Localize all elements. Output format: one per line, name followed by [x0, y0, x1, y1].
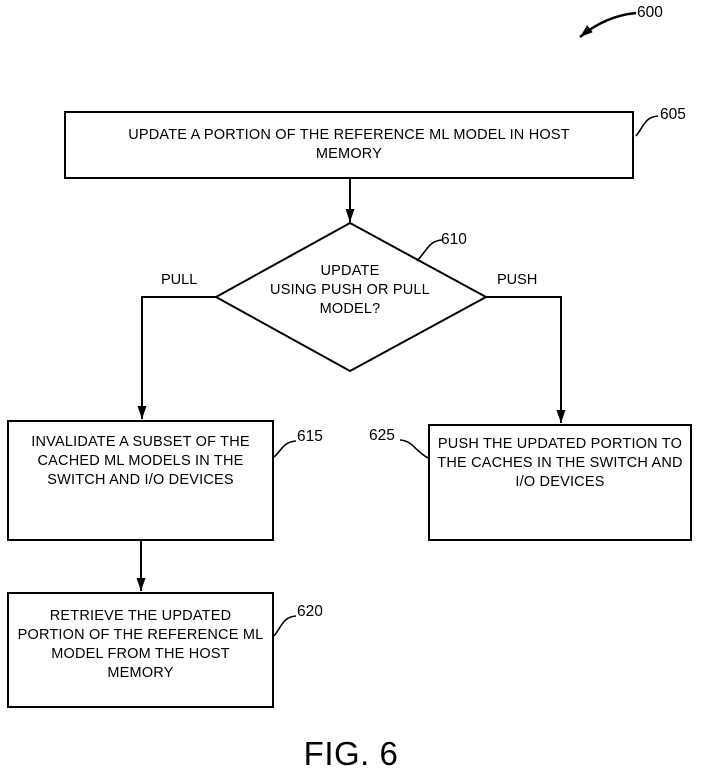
figure-reference-arrow: [579, 11, 637, 38]
figure-caption: FIG. 6: [303, 735, 399, 772]
leader-615: [273, 440, 297, 458]
process-box-update-reference-model: UPDATE A PORTION OF THE REFERENCE ML MOD…: [64, 111, 634, 179]
process-box-push-updated-portion: PUSH THE UPDATED PORTION TO THE CACHES I…: [428, 424, 692, 541]
decision-text-line: UPDATE: [320, 263, 380, 279]
leader-620: [273, 615, 297, 637]
branch-label-pull: PULL: [161, 272, 198, 288]
edge-decision-to-push: [486, 296, 566, 423]
ref-label-625: 625: [369, 427, 395, 444]
ref-label-605: 605: [660, 106, 686, 123]
decision-diamond-text: UPDATE USING PUSH OR PULL MODEL?: [240, 262, 460, 319]
process-box-text-line: CACHED ML MODELS IN THE: [37, 453, 244, 469]
process-box-text-line: UPDATE A PORTION OF THE REFERENCE ML MOD…: [128, 127, 570, 143]
decision-text-line: USING PUSH OR PULL: [270, 282, 430, 298]
process-box-text-line: PUSH THE UPDATED PORTION TO: [437, 436, 683, 452]
ref-label-610: 610: [441, 231, 467, 248]
edge-decision-to-invalidate: [137, 296, 216, 419]
process-box-text-line: RETRIEVE THE UPDATED: [49, 608, 232, 624]
process-box-text-line: MEMORY: [315, 146, 383, 162]
process-box-text-line: MODEL FROM THE HOST: [51, 646, 230, 662]
ref-label-620: 620: [297, 603, 323, 620]
figure-reference-number: 600: [637, 4, 663, 21]
process-box-text-line: MEMORY: [107, 665, 174, 681]
process-box-retrieve-updated-portion: RETRIEVE THE UPDATED PORTION OF THE REFE…: [7, 592, 274, 708]
process-box-text-line: SWITCH AND I/O DEVICES: [47, 472, 234, 488]
leader-625: [399, 439, 429, 459]
process-box-text-line: THE CACHES IN THE SWITCH AND: [437, 455, 683, 471]
decision-diamond-shape: [213, 221, 489, 373]
branch-label-push: PUSH: [497, 272, 538, 288]
process-box-text-line: INVALIDATE A SUBSET OF THE: [31, 434, 250, 450]
ref-label-615: 615: [297, 428, 323, 445]
process-box-text-line: I/O DEVICES: [515, 474, 605, 490]
process-box-text-line: PORTION OF THE REFERENCE ML: [17, 627, 264, 643]
leader-605: [635, 115, 659, 137]
process-box-invalidate-cached-models: INVALIDATE A SUBSET OF THE CACHED ML MOD…: [7, 420, 274, 541]
decision-text-line: MODEL?: [319, 301, 381, 317]
leader-610: [416, 239, 443, 262]
